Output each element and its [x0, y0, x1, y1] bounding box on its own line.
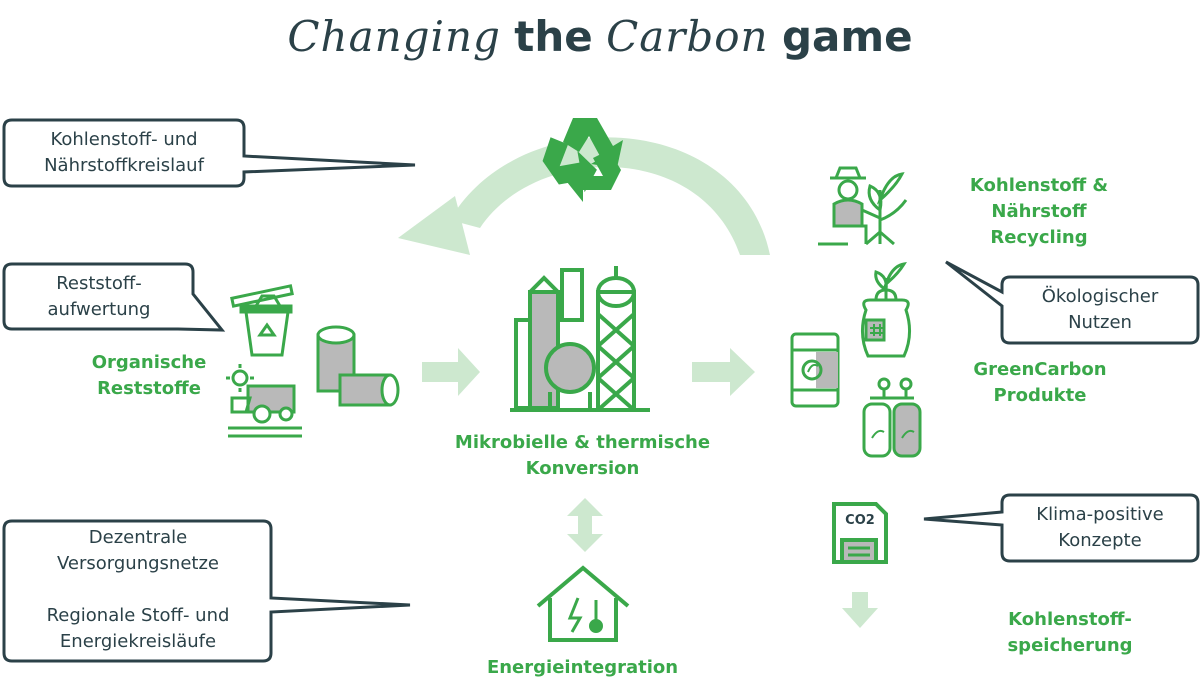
bubble-networks-text: Dezentrale Versorgungsnetze Regionale St…	[6, 525, 270, 655]
label-products: GreenCarbon Produkte	[950, 357, 1130, 409]
arrow-right-2	[692, 348, 755, 396]
bubble-ecological	[945, 260, 1200, 345]
label-carbon-storage: Kohlenstoff- speicherung	[970, 607, 1170, 659]
label-energy-integration: Energieintegration	[486, 657, 679, 678]
bubble-ecological-text: Ökologischer Nutzen	[1004, 284, 1196, 336]
bubble-networks-line-4: Energiekreisläufe	[59, 631, 217, 652]
label-organic-line-1: Organische	[91, 352, 207, 373]
title-part-the: the	[514, 12, 593, 61]
bubble-cycle-line-1: Kohlenstoff- und	[50, 129, 198, 150]
label-conversion: Mikrobielle & thermische Konversion	[420, 430, 745, 482]
bubble-climate-line-1: Klima-positive	[1036, 504, 1164, 525]
bubble-upgrade-line-2: aufwertung	[47, 299, 151, 320]
bubble-upgrade-line-1: Reststoff-	[56, 273, 142, 294]
gas-cylinders-icon	[862, 377, 922, 458]
co2-icon-label: CO2	[845, 513, 875, 528]
bubble-networks-line-3: Regionale Stoff- und	[46, 605, 230, 626]
arrow-right-1	[422, 348, 480, 396]
label-organic-line-2: Reststoffe	[97, 378, 201, 399]
bubble-cycle	[2, 118, 416, 188]
bubble-networks	[2, 519, 411, 663]
label-recycling-line-1: Kohlenstoff &	[969, 175, 1109, 196]
label-recycling: Kohlenstoff & Nährstoff Recycling	[944, 173, 1134, 251]
bubble-upgrade-text: Reststoff- aufwertung	[6, 271, 192, 323]
diagram-title: Changing the Carbon game	[0, 12, 1200, 61]
farmer-plant-icon	[818, 166, 908, 246]
bubble-ecological-line-2: Nutzen	[1068, 312, 1132, 333]
bubble-climate-text: Klima-positive Konzepte	[1004, 502, 1196, 554]
bubble-networks-spacer	[6, 577, 270, 603]
refinery-icon	[510, 266, 650, 412]
logs-icon	[316, 325, 400, 407]
label-storage-line-2: speicherung	[1007, 635, 1133, 656]
label-products-line-1: GreenCarbon	[973, 359, 1107, 380]
label-products-line-2: Produkte	[993, 385, 1087, 406]
barrel-icon	[790, 332, 840, 408]
label-recycling-line-2: Nährstoff	[991, 201, 1087, 222]
fertilizer-sack-icon	[861, 261, 911, 358]
cycle-curved-arrow	[398, 137, 770, 255]
bubble-networks-line-2: Versorgungsnetze	[57, 553, 219, 574]
arrow-updown	[567, 498, 603, 552]
bubble-ecological-line-1: Ökologischer	[1041, 286, 1159, 307]
harvester-icon	[226, 364, 302, 438]
label-recycling-line-3: Recycling	[990, 227, 1088, 248]
label-organic-residues: Organische Reststoffe	[64, 350, 234, 402]
title-part-changing: Changing	[287, 12, 501, 61]
bubble-climate	[923, 493, 1200, 563]
arrow-down	[842, 592, 878, 628]
bubble-cycle-line-2: Nährstoffkreislauf	[44, 155, 204, 176]
bubble-cycle-text: Kohlenstoff- und Nährstoffkreislauf	[6, 127, 242, 179]
bubble-upgrade	[2, 262, 226, 332]
bubble-networks-line-1: Dezentrale	[88, 527, 188, 548]
label-conversion-line-2: Konversion	[525, 458, 640, 479]
title-part-carbon: Carbon	[606, 12, 769, 61]
energy-house-icon	[536, 565, 630, 642]
recycle-icon	[542, 118, 623, 202]
label-conversion-line-1: Mikrobielle & thermische	[454, 432, 711, 453]
label-storage-line-1: Kohlenstoff-	[1008, 609, 1132, 630]
waste-bin-icon	[230, 284, 294, 357]
title-part-game: game	[781, 12, 913, 61]
bubble-climate-line-2: Konzepte	[1058, 530, 1142, 551]
co2-storage-icon	[832, 502, 888, 564]
